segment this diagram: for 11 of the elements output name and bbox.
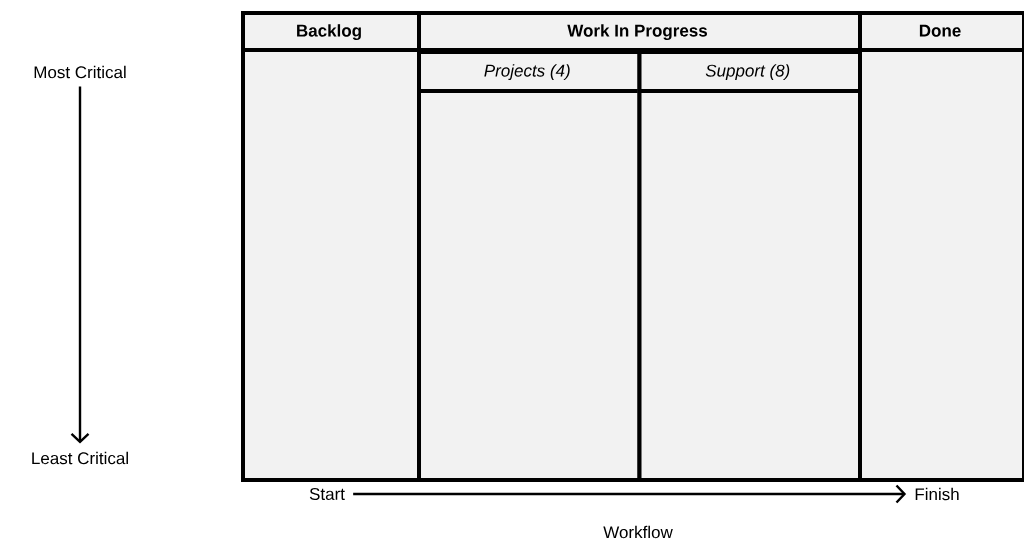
edge-label: Workflow — [603, 525, 673, 539]
arrow — [353, 484, 907, 504]
lane-column: Projects (4) — [417, 50, 642, 482]
axis-label: Start — [309, 488, 345, 501]
axis-label: Most Critical — [34, 65, 126, 79]
arrow — [70, 86, 90, 444]
board-column: Backlog — [241, 11, 421, 482]
board-column: Done — [858, 11, 1024, 482]
axis-label: Finish — [915, 487, 959, 501]
axis-label: Least Critical — [32, 451, 128, 465]
lane-column: Support (8) — [637, 50, 862, 482]
